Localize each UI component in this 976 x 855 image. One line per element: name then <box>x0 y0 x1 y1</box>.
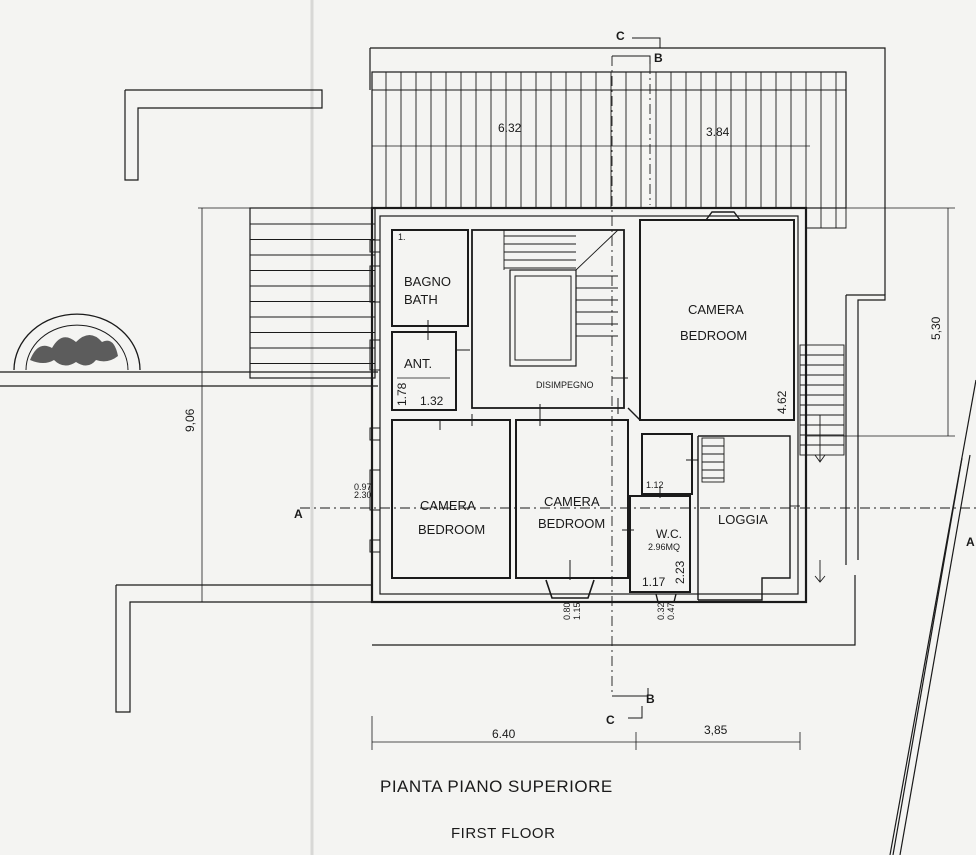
dim-top-right: 3.84 <box>706 125 730 139</box>
bedroom-right-en: BEDROOM <box>680 328 747 343</box>
boundary-line <box>889 379 976 855</box>
dim-window-left-b: 2.30 <box>354 490 372 500</box>
section-labels: A A C B B C <box>294 29 975 727</box>
round-planter <box>13 313 141 371</box>
wc-label: W.C. <box>656 527 682 541</box>
dim-wc-height: 2.23 <box>673 560 687 584</box>
dim-top-left: 6.32 <box>498 121 522 135</box>
ant-label: ANT. <box>404 356 432 371</box>
plan-title: PIANTA PIANO SUPERIORE <box>380 777 613 796</box>
section-b-bottom: B <box>646 692 655 706</box>
section-markers <box>612 37 661 719</box>
bath-label-en: BATH <box>404 292 438 307</box>
closet-dim: 1.12 <box>646 480 664 490</box>
room-labels: BAGNO BATH 1. ANT. DISIMPEGNO CAMERA BED… <box>398 232 768 552</box>
section-c-top: C <box>616 29 625 43</box>
bath-label-it: BAGNO <box>404 274 451 289</box>
bedroom-left-en: BEDROOM <box>418 522 485 537</box>
corridor-label: DISIMPEGNO <box>536 380 594 390</box>
dim-bottom-left: 6.40 <box>492 727 516 741</box>
dim-right-height: 5,30 <box>929 316 943 340</box>
section-a-left: A <box>294 507 303 521</box>
dim-left-height: 9,06 <box>183 408 197 432</box>
bedroom-middle-en: BEDROOM <box>538 516 605 531</box>
right-stairs <box>790 344 845 583</box>
dim-ant-height: 1.78 <box>395 382 409 406</box>
section-a-right: A <box>966 535 975 549</box>
wc-area: 2.96MQ <box>648 542 680 552</box>
dim-window-bottom-b: 1.15 <box>572 602 582 620</box>
bedroom-right-it: CAMERA <box>688 302 744 317</box>
section-c-bottom: C <box>606 713 615 727</box>
dimension-labels: 6.32 3.84 6.40 3,85 9,06 5,30 1.78 1.32 … <box>183 121 943 741</box>
dimension-lines <box>198 145 955 750</box>
loggia-steps <box>701 437 725 483</box>
dim-ant-width: 1.32 <box>420 394 444 408</box>
dim-window-left-a: 0.97 <box>354 482 372 492</box>
dim-bottom-right: 3,85 <box>704 723 728 737</box>
roof-hatch <box>371 71 847 229</box>
loggia-label: LOGGIA <box>718 512 768 527</box>
dim-window-bottom-a: 0.80 <box>562 602 572 620</box>
bath-stamp: 1. <box>398 232 406 242</box>
building-walls <box>369 206 808 604</box>
plan-subtitle: FIRST FLOOR <box>451 825 555 842</box>
section-b-top: B <box>654 51 663 65</box>
section-lines <box>300 56 976 696</box>
dim-bedroom-right: 4.62 <box>775 390 789 414</box>
dim-wc-width: 1.17 <box>642 575 666 589</box>
dim-window-wc-a: 0.32 <box>656 602 666 620</box>
dim-window-wc-b: 0.47 <box>666 602 676 620</box>
bedroom-left-it: CAMERA <box>420 498 476 513</box>
bedroom-middle-it: CAMERA <box>544 494 600 509</box>
left-stairs <box>249 207 376 379</box>
terrace-outline <box>0 47 886 713</box>
